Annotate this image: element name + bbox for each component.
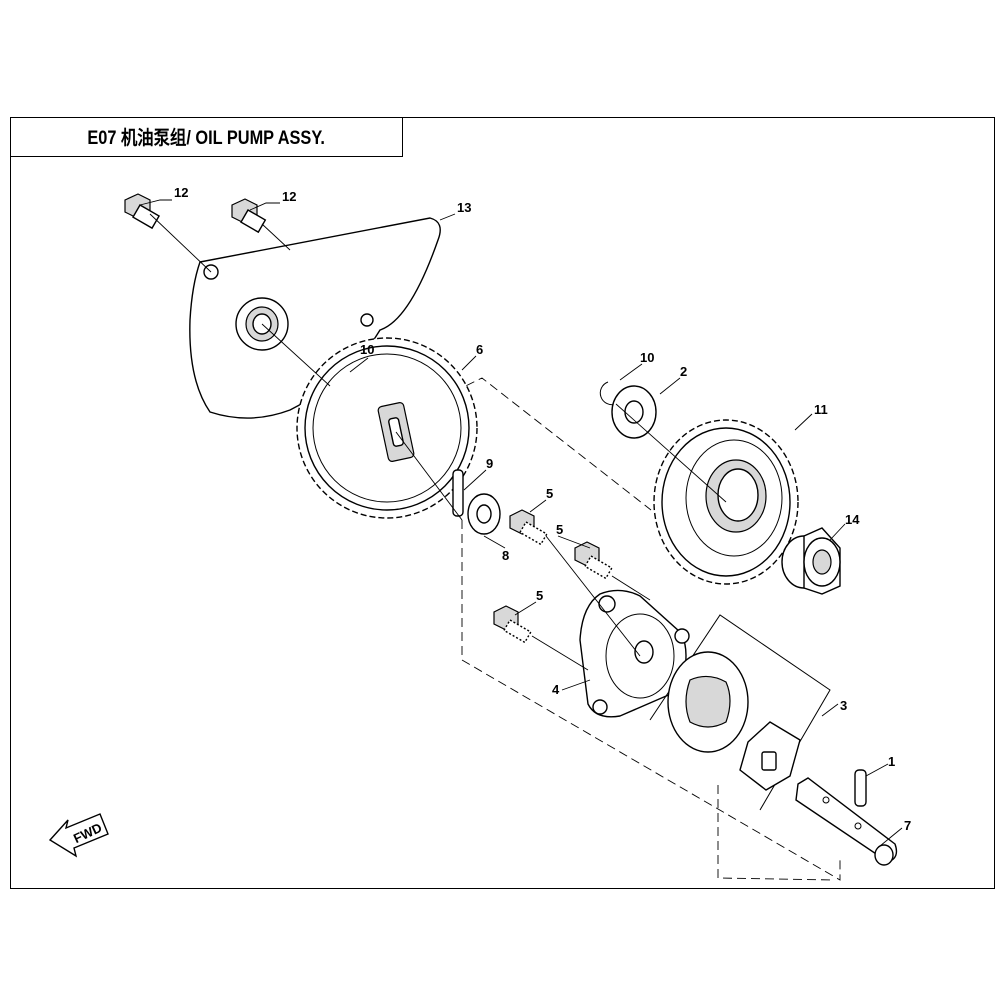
callout-4: 4 (552, 682, 560, 697)
part-4-pump-body (579, 589, 690, 718)
callout-12b: 12 (282, 189, 296, 204)
drawing-frame (10, 117, 995, 889)
part-1-pin (854, 769, 867, 807)
callout-11: 11 (814, 402, 828, 417)
part-2-washer (611, 385, 657, 439)
leader-lines (139, 199, 903, 847)
callouts: 12 12 13 10 6 9 8 5 5 5 10 2 11 14 4 3 1… (174, 185, 911, 833)
title-box: E07 机油泵组/ OIL PUMP ASSY. (10, 117, 403, 157)
callout-13: 13 (457, 200, 471, 215)
callout-10a: 10 (360, 342, 374, 357)
page-title: E07 机油泵组/ OIL PUMP ASSY. (87, 128, 325, 149)
part-5-bolt-b (574, 541, 613, 580)
callout-5c: 5 (536, 588, 543, 603)
callout-1: 1 (888, 754, 895, 769)
callout-8: 8 (502, 548, 509, 563)
part-5-bolt-a (509, 509, 548, 546)
callout-9: 9 (486, 456, 493, 471)
callout-5b: 5 (556, 522, 563, 537)
callout-5a: 5 (546, 486, 553, 501)
callout-3: 3 (840, 698, 847, 713)
callout-12a: 12 (174, 185, 188, 200)
part-6-large-gear (296, 337, 478, 519)
part-3-rotor-set (649, 614, 831, 811)
part-10-circlip-b (599, 381, 617, 406)
callout-2: 2 (680, 364, 687, 379)
part-7-shaft (795, 777, 898, 866)
callout-14: 14 (845, 512, 860, 527)
callout-6: 6 (476, 342, 483, 357)
callout-10b: 10 (640, 350, 654, 365)
part-8-washer (467, 493, 501, 535)
part-9-dowel-pin (452, 469, 464, 517)
part-14-bearing (781, 527, 841, 595)
callout-7: 7 (904, 818, 911, 833)
part-12-bolt-a (124, 193, 161, 230)
fwd-arrow-icon: FWD (48, 813, 109, 858)
part-12-bolt-b (231, 198, 267, 234)
part-5-bolt-c (493, 605, 532, 644)
